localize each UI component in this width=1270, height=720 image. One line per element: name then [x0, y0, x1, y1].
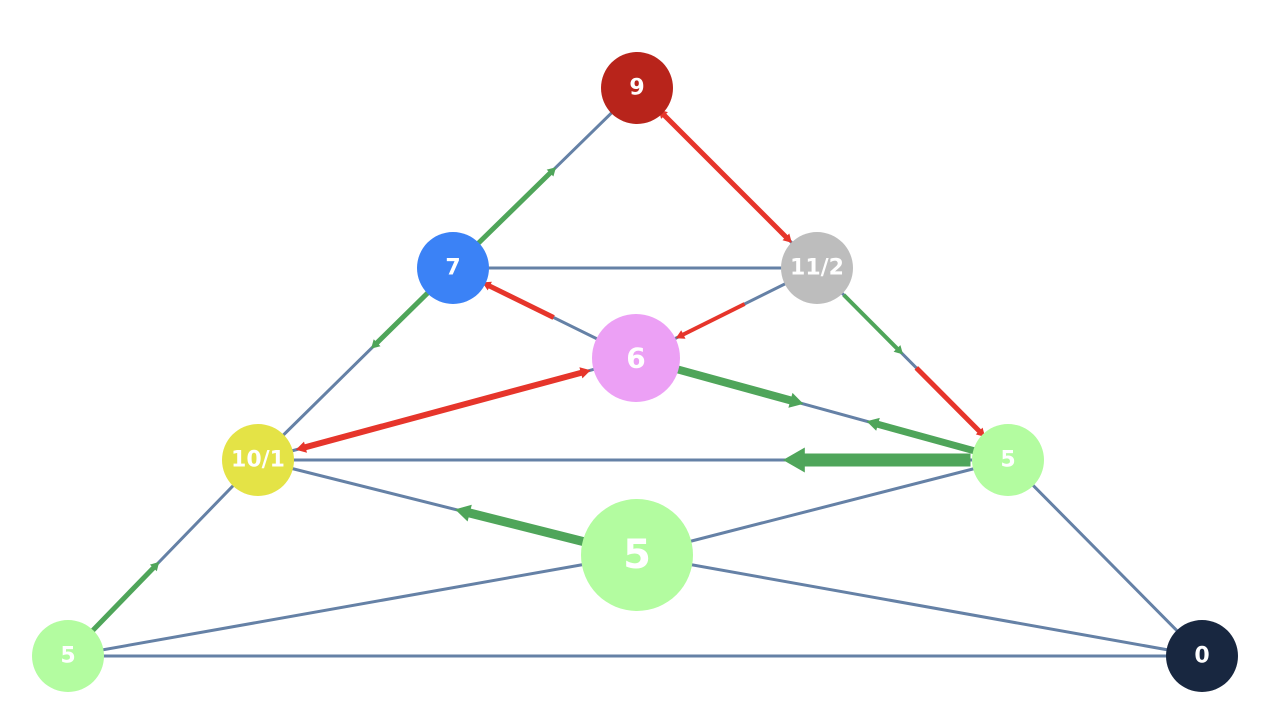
node-label: 6	[626, 342, 645, 375]
node-label: 5	[1000, 448, 1015, 473]
flow-left-middle-center-upper	[295, 367, 591, 453]
node-right-upper[interactable]: 11/2	[781, 232, 853, 304]
node-circle	[1166, 620, 1238, 692]
flow-center-upper-to-left-upper	[482, 281, 555, 320]
edge-right-middle-center-lower	[636, 458, 1009, 557]
flow-right-upper-to-right-middle-green	[842, 293, 903, 355]
node-label: 5	[623, 532, 651, 578]
node-center-upper[interactable]: 6	[592, 314, 680, 402]
node-label: 7	[445, 256, 460, 281]
node-left-upper[interactable]: 7	[417, 232, 489, 304]
node-bottom-right[interactable]: 0	[1166, 620, 1238, 692]
flow-center-upper-to-right-middle	[672, 364, 804, 408]
node-circle	[592, 314, 680, 402]
nodes-layer: 9 7 11/2 6 10/1 5 5 5 0	[32, 52, 1238, 692]
edge-right-middle-bottom-right	[1006, 458, 1204, 658]
node-circle	[781, 232, 853, 304]
flow-center-lower-to-left-middle	[455, 504, 586, 547]
flow-right-middle-to-left-middle	[783, 447, 971, 473]
flow-top-right-upper	[658, 109, 792, 243]
node-label: 9	[629, 76, 644, 101]
node-circle	[222, 424, 294, 496]
edge-center-lower-bottom-left	[67, 553, 638, 658]
node-circle	[601, 52, 673, 124]
flow-right-upper-to-right-middle-red	[914, 366, 986, 437]
node-label: 0	[1194, 644, 1209, 669]
node-label: 11/2	[790, 256, 844, 281]
node-label: 5	[60, 644, 75, 669]
node-circle	[417, 232, 489, 304]
flow-bottom-left-to-left-middle	[89, 561, 160, 635]
node-center-lower[interactable]: 5	[581, 499, 693, 611]
flow-left-upper-to-left-middle	[371, 289, 432, 349]
flow-right-upper-to-center-upper	[675, 302, 746, 339]
node-circle	[972, 424, 1044, 496]
node-bottom-left[interactable]: 5	[32, 620, 104, 692]
node-circle	[581, 499, 693, 611]
node-top[interactable]: 9	[601, 52, 673, 124]
node-label: 10/1	[231, 448, 285, 473]
node-right-middle[interactable]: 5	[972, 424, 1044, 496]
flows-layer	[89, 109, 986, 635]
edge-center-lower-bottom-right	[636, 553, 1203, 658]
flow-right-middle-to-center-upper	[866, 417, 976, 455]
node-circle	[32, 620, 104, 692]
flow-left-upper-to-top	[469, 167, 556, 252]
node-left-middle[interactable]: 10/1	[222, 424, 294, 496]
